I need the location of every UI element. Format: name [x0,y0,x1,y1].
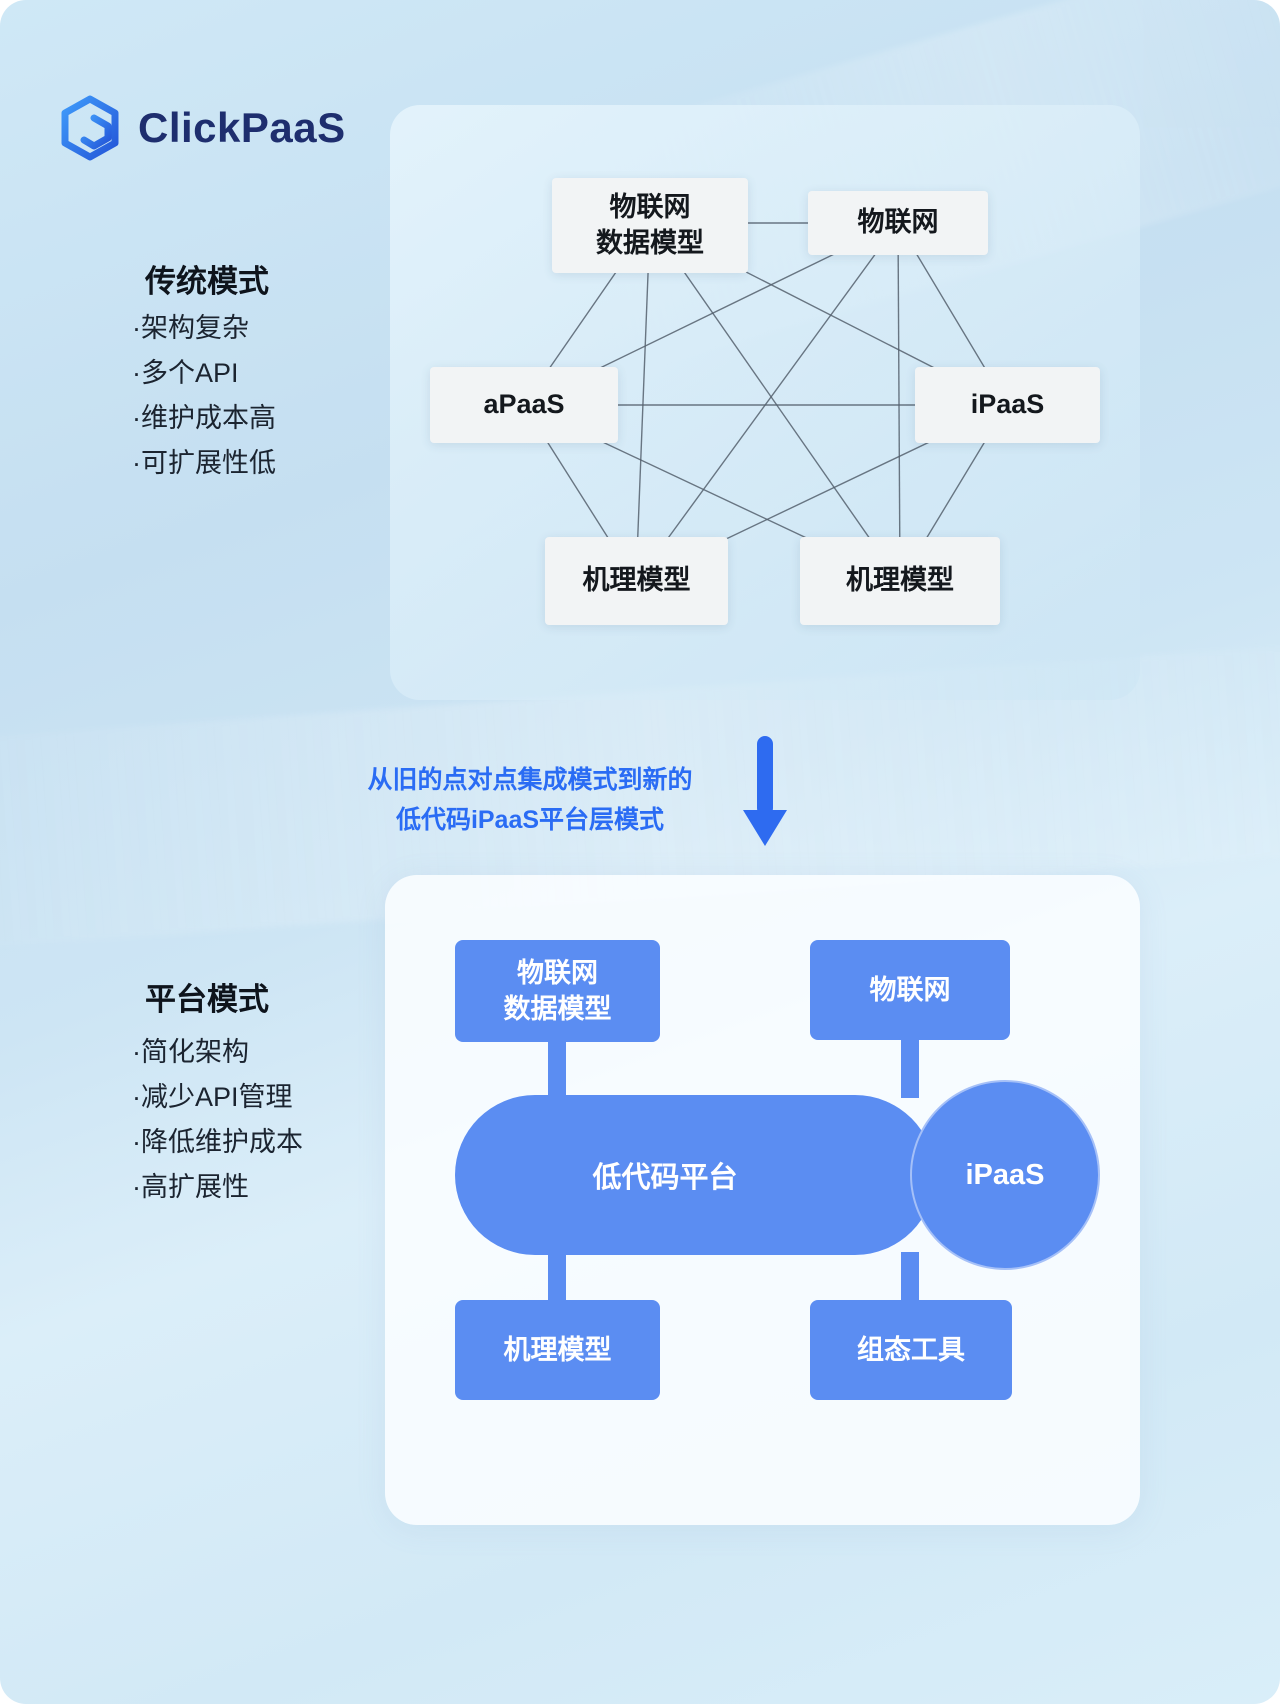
bullet-item: ·维护成本高 [132,403,276,433]
traditional-diagram-panel: 物联网 数据模型 物联网 aPaaS iPaaS 机理模型 机理模型 [390,105,1140,700]
box-label: 组态工具 [857,1334,965,1365]
node-ipaas: iPaaS [915,367,1100,443]
box-label: 数据模型 [503,994,612,1024]
node-label: iPaaS [970,389,1045,420]
platform-bar-label: 低代码平台 [592,1162,738,1194]
low-code-platform-bar: 低代码平台 [455,1095,935,1255]
ipaas-label: iPaaS [965,1158,1045,1191]
node-mechanism-right: 机理模型 [800,537,1000,625]
node-label: 机理模型 [582,565,691,596]
node-label: aPaaS [483,389,565,420]
box-label: 物联网 [869,974,951,1005]
node-mechanism-left: 机理模型 [545,537,728,625]
node-label: 物联网 [857,207,939,238]
platform-box-mechanism: 机理模型 [455,1300,660,1400]
traditional-title: 传统模式 [145,264,269,299]
node-apaas: aPaaS [430,367,618,443]
bullet-item: ·可扩展性低 [132,448,276,478]
connector-top-right [901,1038,919,1098]
brand-logo: ClickPaaS [58,94,346,162]
clickpaas-logo-icon [58,94,122,162]
node-label: 物联网 [609,192,691,223]
node-iot-data-model: 物联网 数据模型 [552,178,748,273]
platform-box-config-tool: 组态工具 [810,1300,1012,1400]
bullet-item: ·高扩展性 [132,1172,249,1202]
connector-top-left [548,1038,566,1098]
platform-bullets: ·简化架构 ·减少API管理 ·降低维护成本 ·高扩展性 [132,1030,303,1210]
transition-caption: 从旧的点对点集成模式到新的 低代码iPaaS平台层模式 [318,760,742,840]
node-iot: 物联网 [808,191,988,255]
bullet-item: ·降低维护成本 [132,1127,303,1157]
platform-box-iot: 物联网 [810,940,1010,1040]
connector-bottom-left [548,1252,566,1304]
brand-name: ClickPaaS [138,104,346,151]
down-arrow-icon [757,736,773,816]
node-label: 机理模型 [846,565,954,596]
down-arrow-head-icon [743,810,787,846]
platform-title: 平台模式 [145,982,269,1017]
platform-diagram-panel: 低代码平台 iPaaS 物联网 数据模型 物联网 机理模型 组态工具 [385,875,1140,1525]
connector-bottom-right [901,1252,919,1304]
ipaas-circle: iPaaS [910,1080,1100,1270]
box-label: 机理模型 [503,1334,612,1365]
bullet-item: ·简化架构 [132,1037,249,1067]
transition-line2: 低代码iPaaS平台层模式 [395,806,665,834]
bullet-item: ·多个API [132,358,239,388]
node-label: 数据模型 [596,227,704,258]
bullet-item: ·减少API管理 [132,1082,293,1112]
box-label: 物联网 [517,957,598,988]
traditional-bullets: ·架构复杂 ·多个API ·维护成本高 ·可扩展性低 [132,306,276,486]
platform-box-iot-data-model: 物联网 数据模型 [455,940,660,1042]
transition-line1: 从旧的点对点集成模式到新的 [367,766,693,794]
bullet-item: ·架构复杂 [132,313,249,343]
